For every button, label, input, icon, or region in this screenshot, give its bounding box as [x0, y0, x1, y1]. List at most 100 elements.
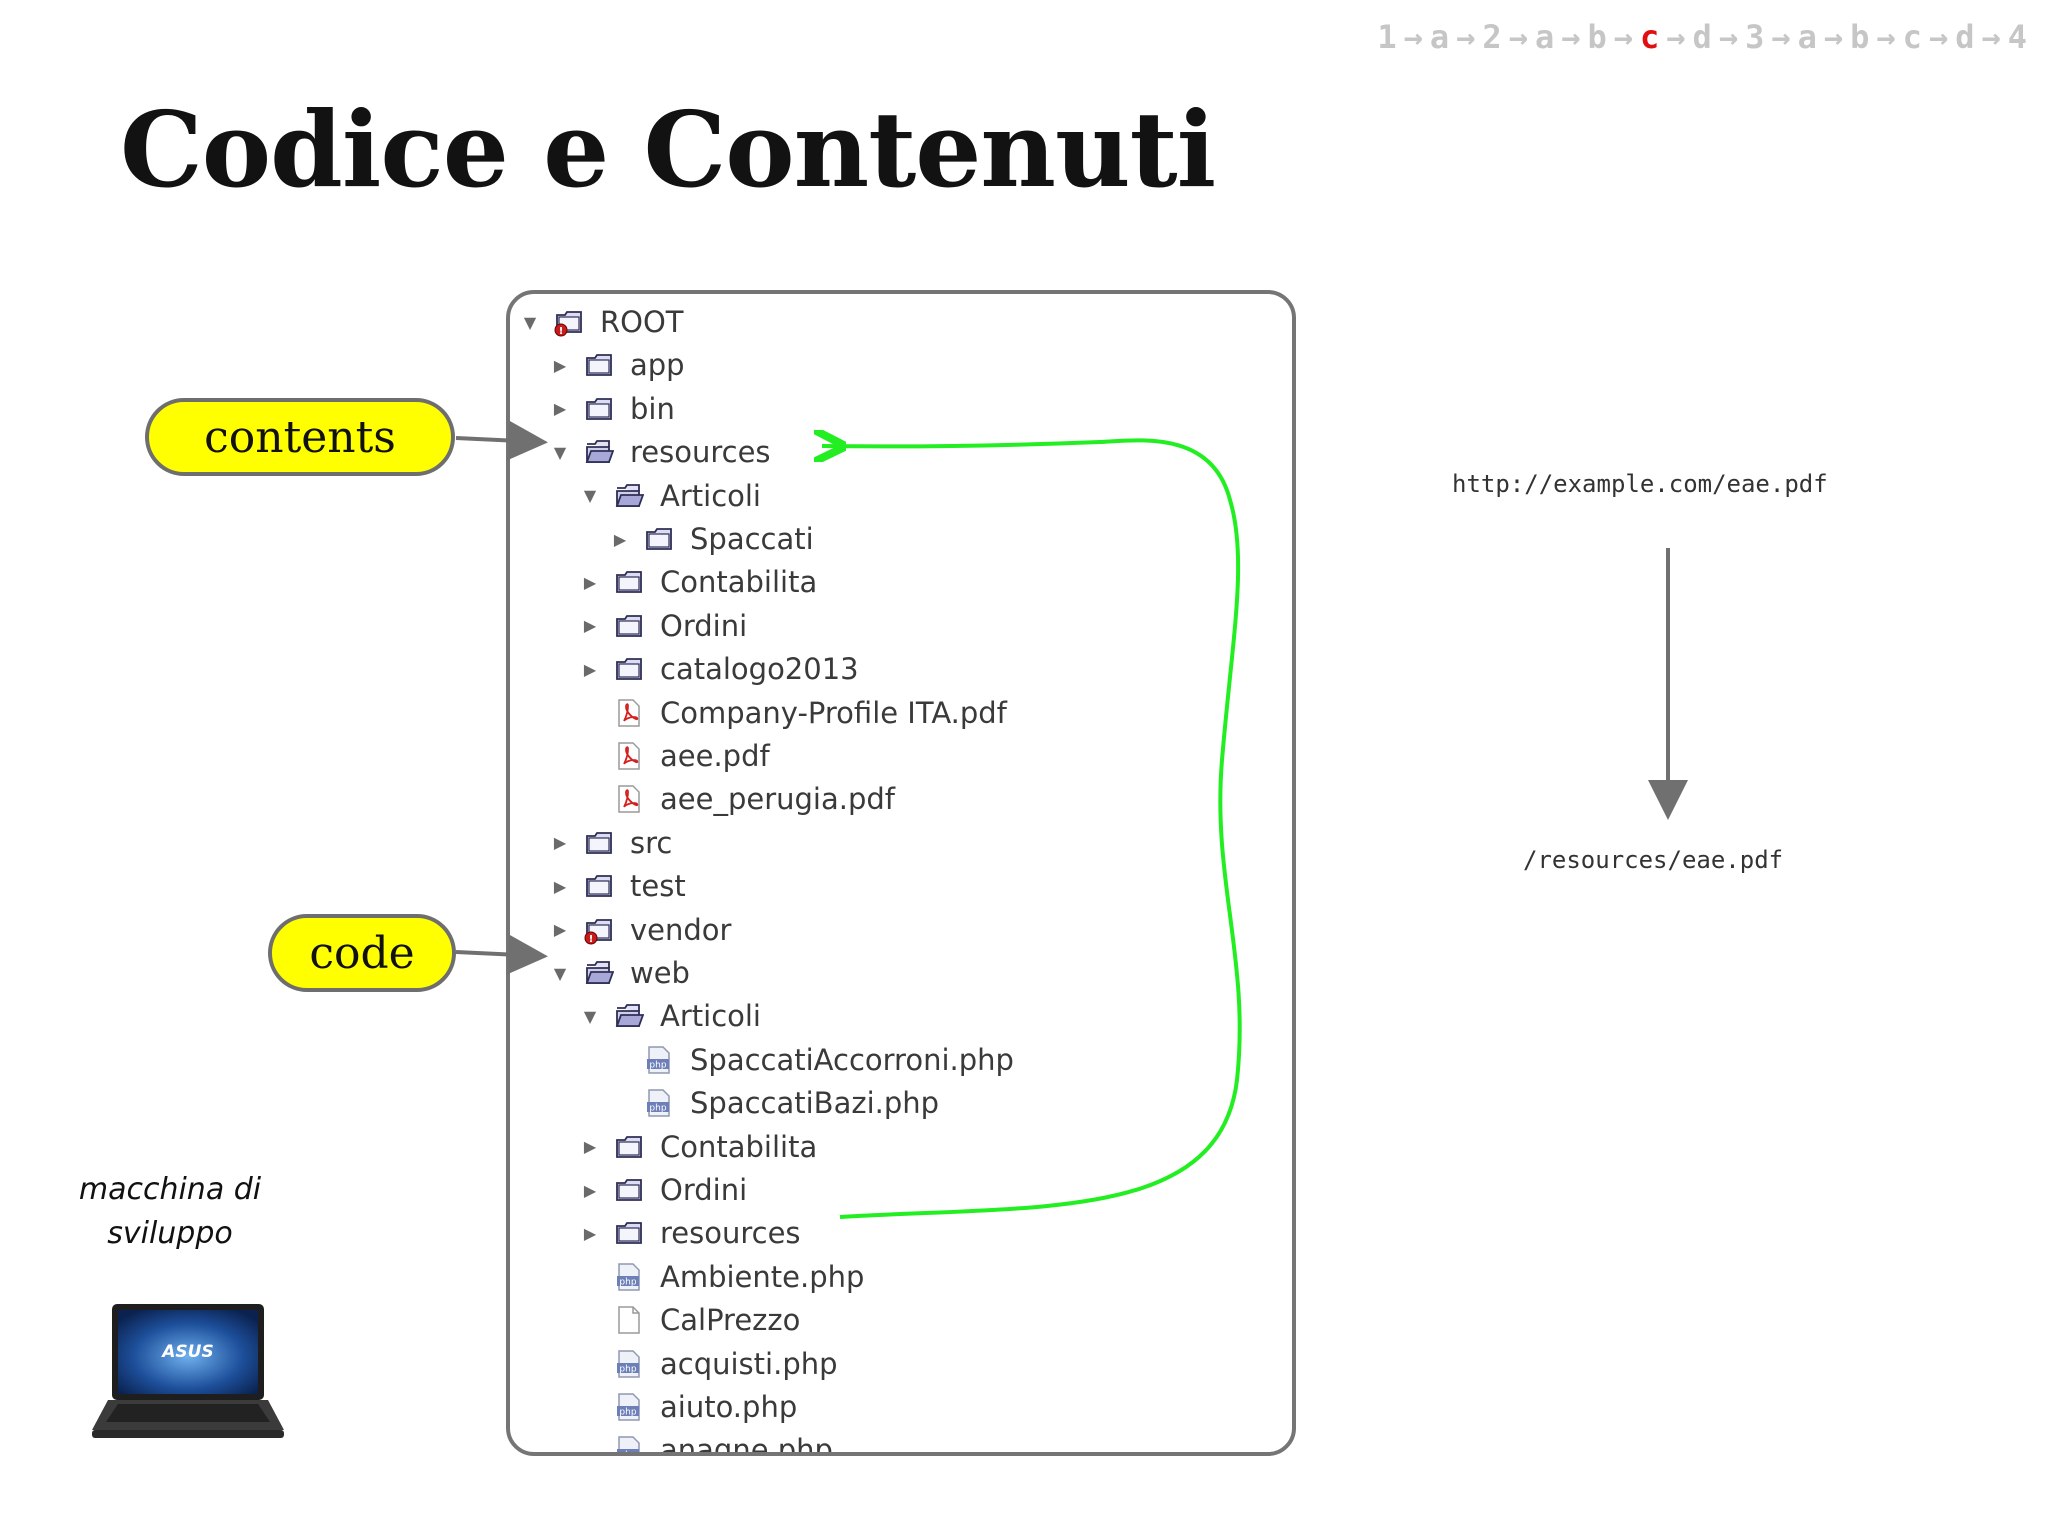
laptop-brand: ASUS [160, 1342, 213, 1362]
blank-file-icon [618, 1306, 640, 1334]
breadcrumb-step[interactable]: 2 [1482, 18, 1503, 56]
tree-item[interactable]: ▶!vendor [550, 909, 732, 951]
php-file-icon: php [617, 1349, 640, 1378]
php-file-icon: php [647, 1046, 670, 1074]
tree-item-label: web [630, 956, 690, 990]
collapsed-arrow-icon[interactable]: ▶ [553, 399, 567, 419]
breadcrumb-step[interactable]: d [1955, 18, 1976, 56]
tree-item-label: Ordini [660, 608, 748, 643]
breadcrumb-step-current[interactable]: c [1640, 18, 1661, 56]
tree-item-label: aee.pdf [660, 739, 770, 773]
tree-item-label: Spaccati [690, 522, 814, 556]
folder-icon [586, 875, 612, 898]
tree-item[interactable]: ▶ Contabilita [580, 1126, 817, 1168]
collapsed-arrow-icon[interactable]: ▶ [583, 1180, 597, 1200]
tree-item[interactable]: ▼!ROOT [520, 301, 684, 343]
expanded-arrow-icon[interactable]: ▼ [583, 486, 597, 506]
collapsed-arrow-icon[interactable]: ▶ [583, 659, 597, 679]
tree-item-label: SpaccatiAccorroni.php [690, 1042, 1014, 1077]
folder-icon [616, 1179, 642, 1201]
expanded-arrow-icon[interactable]: ▼ [583, 1006, 597, 1026]
breadcrumb-step[interactable]: a [1534, 18, 1556, 56]
breadcrumb-separator: → [1823, 18, 1845, 56]
folder-icon [586, 397, 612, 420]
tree-item[interactable]: Company-Profile ITA.pdf [580, 692, 1007, 734]
open-folder-icon [585, 440, 614, 464]
tree-item[interactable]: ▶Ordini [580, 1169, 747, 1211]
breadcrumb-step[interactable]: d [1692, 18, 1713, 56]
svg-text:!: ! [589, 934, 594, 945]
tree-item[interactable]: ▶ Ordini [580, 605, 747, 647]
svg-text:php: php [619, 1451, 636, 1456]
open-folder-icon [615, 483, 644, 507]
folder-icon [616, 571, 642, 594]
expanded-arrow-icon[interactable]: ▼ [553, 442, 567, 462]
svg-text:php: php [619, 1364, 636, 1374]
pdf-file-icon [618, 785, 640, 814]
caption-line-1: macchina di [78, 1172, 262, 1207]
tree-item[interactable]: ▼ Articoli [580, 475, 761, 517]
tree-item[interactable]: ▼ web [550, 952, 690, 994]
folder-icon [586, 354, 612, 377]
dev-machine-caption: macchina di sviluppo [60, 1168, 280, 1256]
pdf-file-icon [618, 742, 640, 770]
tree-item[interactable]: ▶ bin [550, 388, 675, 430]
tree-item[interactable]: ▶ Spaccati [610, 518, 814, 560]
tree-item[interactable]: ▶ test [550, 865, 686, 907]
breadcrumb-separator: → [1666, 18, 1687, 56]
breadcrumb-step[interactable]: 4 [2007, 18, 2028, 56]
collapsed-arrow-icon[interactable]: ▶ [583, 572, 597, 592]
breadcrumb-separator: → [1456, 18, 1477, 56]
slide-title: Codice e Contenuti [120, 88, 1216, 211]
breadcrumb-step[interactable]: c [1902, 18, 1923, 56]
tree-item-label: acquisti.php [660, 1346, 838, 1381]
svg-text:php: php [619, 1408, 636, 1418]
breadcrumb-step[interactable]: b [1587, 18, 1608, 56]
tree-item[interactable]: ▼ resources [550, 431, 771, 473]
tree-item[interactable]: ▶catalogo2013 [580, 648, 859, 690]
tree-item-label: test [630, 869, 686, 904]
tree-item[interactable]: ▶app [550, 344, 685, 386]
tree-item[interactable]: ▼Articoli [580, 995, 761, 1037]
breadcrumb-step[interactable]: a [1429, 18, 1451, 56]
collapsed-arrow-icon[interactable]: ▶ [583, 1137, 597, 1157]
breadcrumb-step[interactable]: 1 [1377, 18, 1398, 56]
tree-item-label: Articoli [660, 478, 761, 513]
tree-item[interactable]: ▶ Contabilita [580, 561, 817, 603]
laptop-icon: ASUS [92, 1304, 284, 1438]
tree-item-label: Contabilita [660, 565, 818, 600]
breadcrumb-step[interactable]: a [1797, 18, 1818, 56]
tree-item[interactable]: ▶ resources [580, 1212, 801, 1254]
folder-icon [616, 1222, 642, 1245]
breadcrumb-separator: → [1981, 18, 2002, 56]
expanded-arrow-icon[interactable]: ▼ [523, 312, 537, 332]
collapsed-arrow-icon[interactable]: ▶ [553, 920, 567, 940]
collapsed-arrow-icon[interactable]: ▶ [553, 876, 567, 896]
collapsed-arrow-icon[interactable]: ▶ [583, 616, 597, 636]
tree-item[interactable]: CalPrezzo [580, 1299, 800, 1341]
breadcrumb-step[interactable]: b [1850, 18, 1871, 56]
folder-icon [616, 614, 642, 637]
collapsed-arrow-icon[interactable]: ▶ [613, 529, 627, 549]
collapsed-arrow-icon[interactable]: ▶ [553, 833, 567, 853]
collapsed-arrow-icon[interactable]: ▶ [553, 355, 567, 375]
tree-item[interactable]: php acquisti.php [580, 1343, 838, 1385]
tree-item[interactable]: aee.pdf [580, 735, 770, 777]
tree-item[interactable]: php SpaccatiAccorroni.php [610, 1039, 1014, 1081]
tree-item-label: resources [660, 1216, 801, 1251]
breadcrumb: 1→a→2→a→b→c→d→3→a→b→c→d→4 [1377, 18, 2028, 56]
tree-item-label: Contabilita [660, 1129, 818, 1164]
collapsed-arrow-icon[interactable]: ▶ [583, 1223, 597, 1243]
tree-item[interactable]: aee_perugia.pdf [580, 778, 895, 820]
breadcrumb-step[interactable]: 3 [1745, 18, 1766, 56]
tree-item-label: bin [630, 391, 675, 426]
resource-path-label: /resources/eae.pdf [1523, 846, 1784, 874]
tree-item-label: resources [630, 435, 771, 470]
tree-item[interactable]: ▶src [550, 822, 673, 864]
breadcrumb-separator: → [1876, 18, 1897, 56]
expanded-arrow-icon[interactable]: ▼ [553, 963, 567, 983]
